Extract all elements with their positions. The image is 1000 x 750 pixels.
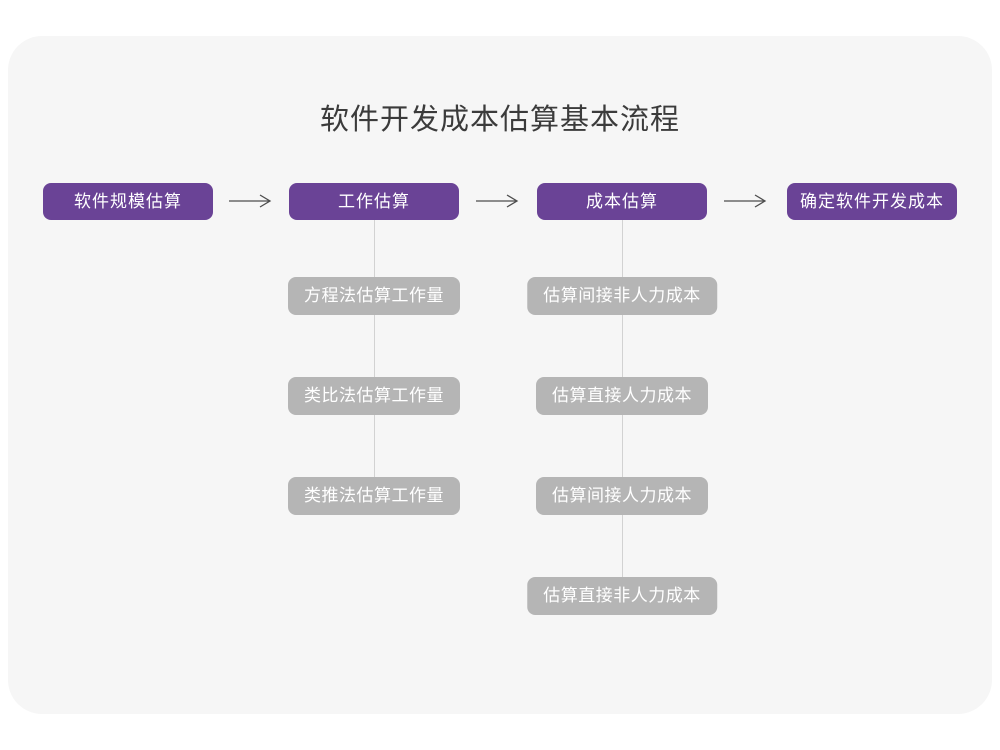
- stage-determine-dev-cost: 确定软件开发成本: [787, 183, 957, 220]
- sub-step-equation-method: 方程法估算工作量: [288, 277, 460, 315]
- sub-step-indirect-labor-cost: 估算间接人力成本: [536, 477, 708, 515]
- sub-step-direct-labor-cost: 估算直接人力成本: [536, 377, 708, 415]
- sub-step-direct-nonlabor-cost: 估算直接非人力成本: [527, 577, 717, 615]
- page-title: 软件开发成本估算基本流程: [319, 104, 680, 136]
- sub-step-analogy-method: 类比法估算工作量: [288, 377, 460, 415]
- sub-step-indirect-nonlabor-cost: 估算间接非人力成本: [527, 277, 717, 315]
- right-arrow-icon: [476, 194, 519, 208]
- sub-step-extrapolation-method: 类推法估算工作量: [288, 477, 460, 515]
- connector-line-work-estimation: [374, 219, 375, 496]
- right-arrow-icon: [229, 194, 272, 208]
- flow-card: 软件开发成本估算基本流程 软件规模估算 工作估算 成本估算 确定软件开发成本 方…: [8, 36, 992, 714]
- stage-software-size-estimation: 软件规模估算: [43, 183, 213, 220]
- right-arrow-icon: [724, 194, 767, 208]
- stage-cost-estimation: 成本估算: [537, 183, 707, 220]
- stage-work-estimation: 工作估算: [289, 183, 459, 220]
